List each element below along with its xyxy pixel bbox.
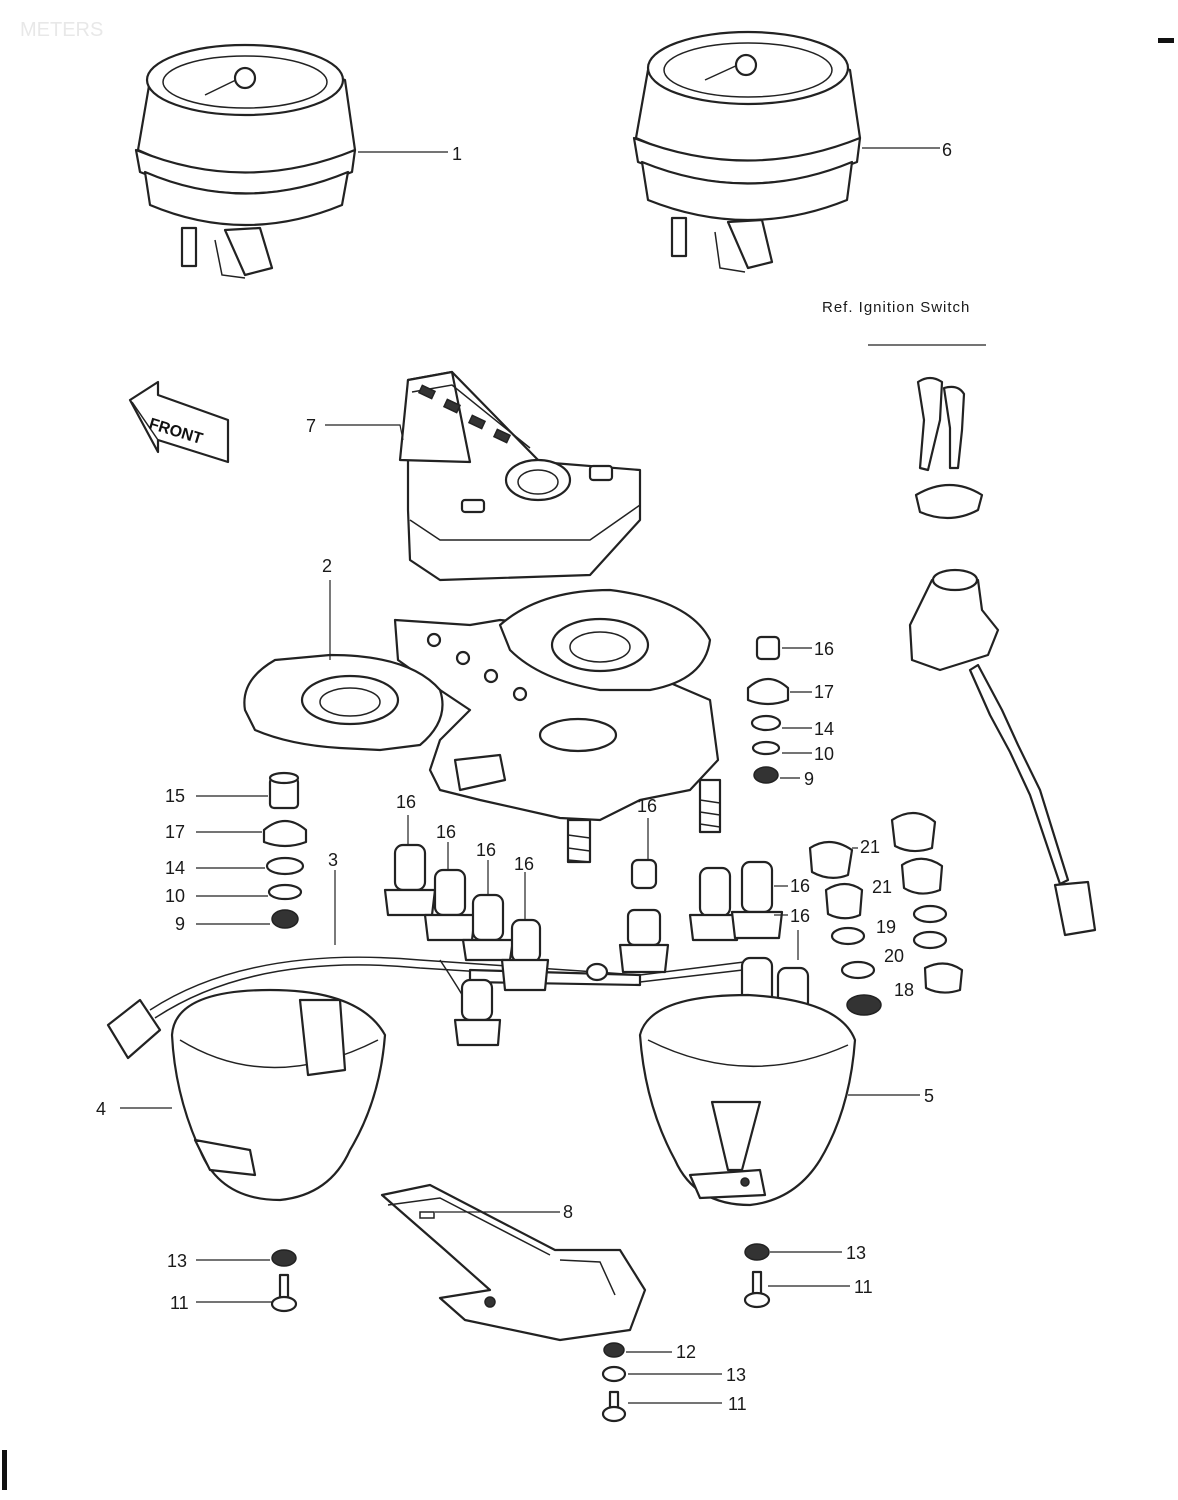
meter-right	[632, 30, 862, 273]
grommet-stack-left	[262, 771, 308, 929]
reference-note: Ref. Ignition Switch	[822, 299, 970, 316]
indicator-cover	[398, 370, 642, 582]
callout-9-left-stack: 9	[175, 914, 185, 934]
callout-16-a: 16	[396, 792, 416, 812]
callout-16-c: 16	[476, 840, 496, 860]
callout-18: 18	[894, 980, 914, 1000]
callout-10-right-stack: 10	[814, 744, 834, 764]
meter-case-right	[638, 993, 857, 1207]
callout-11-left: 11	[170, 1293, 189, 1313]
callout-21-b: 21	[872, 877, 892, 897]
front-direction-arrow: FRONT	[128, 380, 230, 464]
ignition-switch	[868, 344, 1097, 937]
callout-17-left-stack: 17	[165, 822, 185, 842]
callout-17-right-stack: 17	[814, 682, 834, 702]
callout-3: 3	[328, 850, 338, 870]
callout-10-left-stack: 10	[165, 886, 185, 906]
callout-11-bottom: 11	[728, 1394, 747, 1414]
callout-7: 7	[306, 416, 316, 436]
callout-8: 8	[563, 1202, 573, 1222]
callout-16-e: 16	[637, 796, 657, 816]
wiring-harness	[106, 956, 761, 1060]
callout-labels: 1 6 7 2 16 17 14 10 9 15 17 14 10 9 3 16…	[96, 140, 952, 1414]
callout-1: 1	[452, 144, 462, 164]
callout-6: 6	[942, 140, 952, 160]
page-edge-mark-bottom	[2, 1450, 7, 1490]
grommet-stack-right	[746, 635, 790, 784]
callout-9-right-stack: 9	[804, 769, 814, 789]
meter-case-left	[170, 988, 387, 1202]
callout-14-left-stack: 14	[165, 858, 185, 878]
meter-bracket	[243, 588, 722, 864]
page-edge-mark	[1158, 38, 1174, 43]
callout-20: 20	[884, 946, 904, 966]
callout-16-f: 16	[790, 876, 810, 896]
grommet-cluster	[808, 811, 964, 1016]
callout-13-bottom: 13	[726, 1365, 746, 1385]
callout-13-left: 13	[167, 1251, 187, 1271]
callout-16-g: 16	[790, 906, 810, 926]
leader-lines	[120, 147, 940, 1404]
callout-16-right-stack: 16	[814, 639, 834, 659]
callout-16-d: 16	[514, 854, 534, 874]
fasteners	[270, 1243, 771, 1423]
callout-21-a: 21	[860, 837, 880, 857]
section-title: METERS	[20, 19, 103, 41]
bulb-sockets	[383, 843, 817, 1047]
callout-14-right-stack: 14	[814, 719, 834, 739]
callout-4: 4	[96, 1099, 106, 1119]
meter-left	[134, 43, 357, 279]
callout-11-right: 11	[854, 1277, 873, 1297]
callout-13-right: 13	[846, 1243, 866, 1263]
lower-bracket	[380, 1183, 647, 1342]
callout-19: 19	[876, 917, 896, 937]
callout-16-b: 16	[436, 822, 456, 842]
callout-5: 5	[924, 1086, 934, 1106]
callout-2: 2	[322, 556, 332, 576]
callout-15-left-stack: 15	[165, 786, 185, 806]
callout-12: 12	[676, 1342, 696, 1362]
